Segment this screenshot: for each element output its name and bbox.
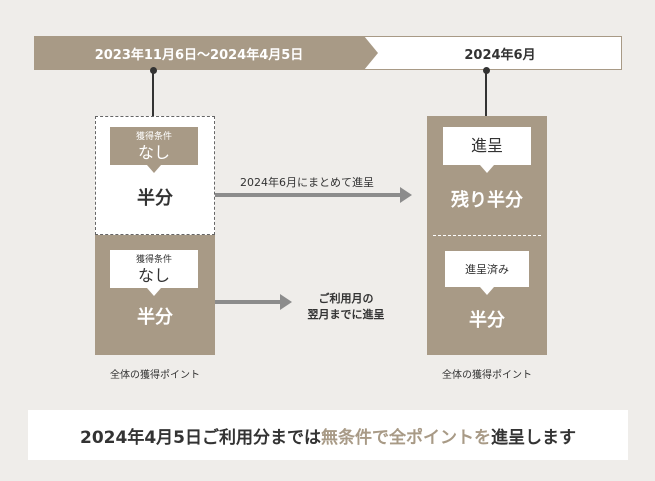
- banner-prefix: 2024年4月5日ご利用分までは: [80, 427, 321, 448]
- condition-small-label: 獲得条件: [135, 132, 172, 142]
- timeline-grant-month-label: 2024年6月: [464, 47, 536, 63]
- summary-banner: 2024年4月5日ご利用分までは 無条件で全ポイントを 進呈します: [28, 410, 628, 460]
- lower-arrow-head: [280, 294, 292, 310]
- right-upper-badge: 進呈: [443, 127, 531, 165]
- lower-arrow-label-line1: ご利用月の: [318, 292, 374, 305]
- right-caption: 全体の獲得ポイント: [442, 370, 532, 381]
- right-lower-text: 半分: [469, 310, 505, 331]
- left-upper-notch: [147, 165, 161, 173]
- upper-arrow-label: 2024年6月にまとめて進呈: [240, 176, 374, 189]
- right-divider: [433, 235, 541, 236]
- condition-big-label: なし: [137, 266, 170, 285]
- badge-label: 進呈: [470, 136, 503, 155]
- left-upper-condition-box: 獲得条件 なし: [110, 127, 198, 165]
- timeline-connector-left: [152, 70, 154, 116]
- left-lower-half-text: 半分: [137, 307, 173, 328]
- right-lower-notch: [480, 287, 494, 295]
- banner-highlight: 無条件で全ポイントを: [320, 427, 491, 448]
- timeline-period-label: 2023年11月6日〜2024年4月5日: [94, 47, 304, 63]
- banner-suffix: 進呈します: [490, 427, 576, 448]
- timeline-connector-right: [485, 70, 487, 116]
- left-lower-condition-box: 獲得条件 なし: [110, 250, 198, 288]
- badge-label: 進呈済み: [465, 263, 509, 276]
- left-upper-half-text: 半分: [137, 188, 173, 209]
- right-upper-notch: [480, 165, 494, 173]
- right-upper-text: 残り半分: [451, 190, 523, 211]
- upper-arrow-line: [215, 193, 401, 197]
- left-caption: 全体の獲得ポイント: [110, 370, 200, 381]
- left-lower-notch: [147, 288, 161, 296]
- condition-big-label: なし: [137, 143, 170, 162]
- condition-small-label: 獲得条件: [135, 255, 172, 265]
- lower-arrow-line: [215, 300, 281, 304]
- upper-arrow-head: [400, 187, 412, 203]
- timeline-period-segment: [34, 36, 378, 70]
- right-lower-badge: 進呈済み: [445, 251, 529, 287]
- lower-arrow-label-line2: 翌月までに進呈: [307, 308, 385, 321]
